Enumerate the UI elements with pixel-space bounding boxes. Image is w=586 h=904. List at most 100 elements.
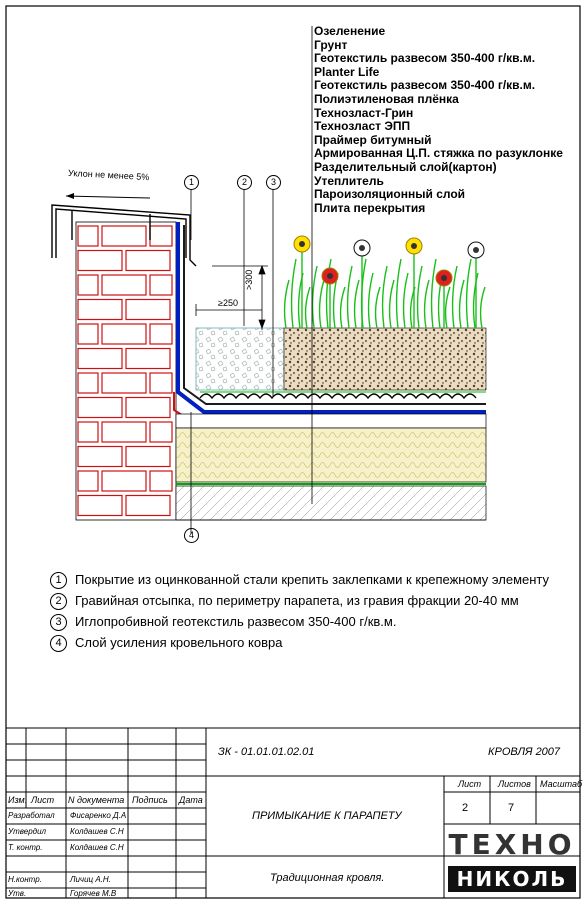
brick [77,372,99,394]
grass-blade [325,258,332,329]
flower-center [359,245,365,251]
role-name: Колдашев С.Н [70,827,124,836]
role-name: Горячев М.В [70,889,117,898]
grass-blade [381,265,388,329]
grass-blade [318,279,325,329]
brick [125,396,171,419]
grass-blade [388,279,395,329]
grass-blade [451,265,458,329]
project-name: КРОВЛЯ 2007 [488,746,561,758]
brick [149,470,173,492]
brick [77,347,123,370]
callout-2: 2 [237,175,252,190]
role-name: Фисаренко Д.А [70,811,127,820]
brick [77,323,99,345]
logo-bottom: НИКОЛЬ [448,866,576,892]
layer-label: Геотекстиль развесом 350-400 г/кв.м. [314,51,536,66]
layer-label: Армированная Ц.П. стяжка по разуклонке [314,146,563,161]
grass-blade [430,258,437,329]
brick [125,249,171,272]
role-label: Т. контр. [8,843,43,852]
brick [77,445,123,468]
grass-blade [395,258,402,329]
flower-center [441,275,447,281]
brick [77,421,99,443]
brick [101,323,147,345]
grass-blade [374,286,381,329]
note-number: 4 [50,635,67,653]
flower-center [327,273,333,279]
callout-4: 4 [184,528,199,543]
callout-1: 1 [184,175,199,190]
col-header-change: Изм. [8,795,28,805]
brick [149,323,173,345]
layer-label: Утеплитель [314,173,384,188]
layer-label: Праймер битумный [314,132,432,147]
col-header-date: Дата [179,795,203,805]
brick [125,298,171,321]
note-text: Гравийная отсыпка, по периметру парапета… [75,593,519,608]
role-label: Утв. [8,889,27,898]
brick [149,372,173,394]
gravel-strip [195,327,285,391]
layer-label: Полиэтиленовая плёнка [314,92,459,106]
brick [77,396,123,419]
note-text: Слой усиления кровельного ковра [75,635,283,650]
brick [77,298,123,321]
note-item: 4 Слой усиления кровельного ковра [50,635,283,653]
grass-blade [304,286,311,329]
grass-blade [346,265,353,329]
role-label: Разработал [8,811,55,820]
grass-blade [283,279,290,329]
grass-blade [367,272,374,329]
brick [77,249,123,272]
layer-label: Planter Life [314,64,380,79]
drawing-subtitle: Традиционная кровля. [270,872,385,884]
insulation-layer [175,427,487,483]
note-item: 2 Гравийная отсыпка, по периметру парапет… [50,593,519,611]
layer-label: Грунт [314,37,348,52]
note-number: 2 [50,593,67,611]
brick [101,421,147,443]
note-item: 1 Покрытие из оцинкованной стали крепить … [50,572,550,590]
grass-blade [339,286,346,329]
role-label: Н.контр. [8,875,42,884]
brick [125,347,171,370]
note-text: Иглопробивной геотекстиль развесом 350-4… [75,614,397,629]
greenery [283,235,486,329]
floor-slab [175,485,487,521]
brick [77,470,99,492]
brick [125,445,171,468]
flower-center [411,243,417,249]
role-name: Личиц А.Н. [70,875,111,884]
layer-label: Технозласт-Грин [314,105,414,120]
flower-center [299,241,305,247]
grass-blade [311,265,318,329]
screed-layer [175,413,487,429]
brick [149,421,173,443]
grass-blade [479,286,486,329]
note-text: Покрытие из оцинкованной стали крепить з… [75,572,550,587]
grass-blade [458,279,465,329]
role-name: Колдашев С.Н [70,843,124,852]
brick [77,494,123,517]
brick [149,274,173,296]
coping-cap [51,204,197,267]
layer-label: Пароизоляционный слой [314,187,466,202]
brick [101,470,147,492]
brick [77,274,99,296]
layer-label: Плита перекрытия [314,200,426,215]
callout-3: 3 [266,175,281,190]
brick [101,372,147,394]
grass-blade [290,258,297,329]
grass-blade [416,265,423,329]
grass-blade [444,286,451,329]
drawing-title: ПРИМЫКАНИЕ К ПАРАПЕТУ [252,810,402,822]
drainage-layer [199,393,477,400]
note-number: 1 [50,572,67,590]
layer-label: Геотекстиль развесом 350-400 г/кв.м. [314,78,536,93]
grass-blade [472,272,479,329]
brick [77,225,99,247]
soil-layer [283,327,487,391]
